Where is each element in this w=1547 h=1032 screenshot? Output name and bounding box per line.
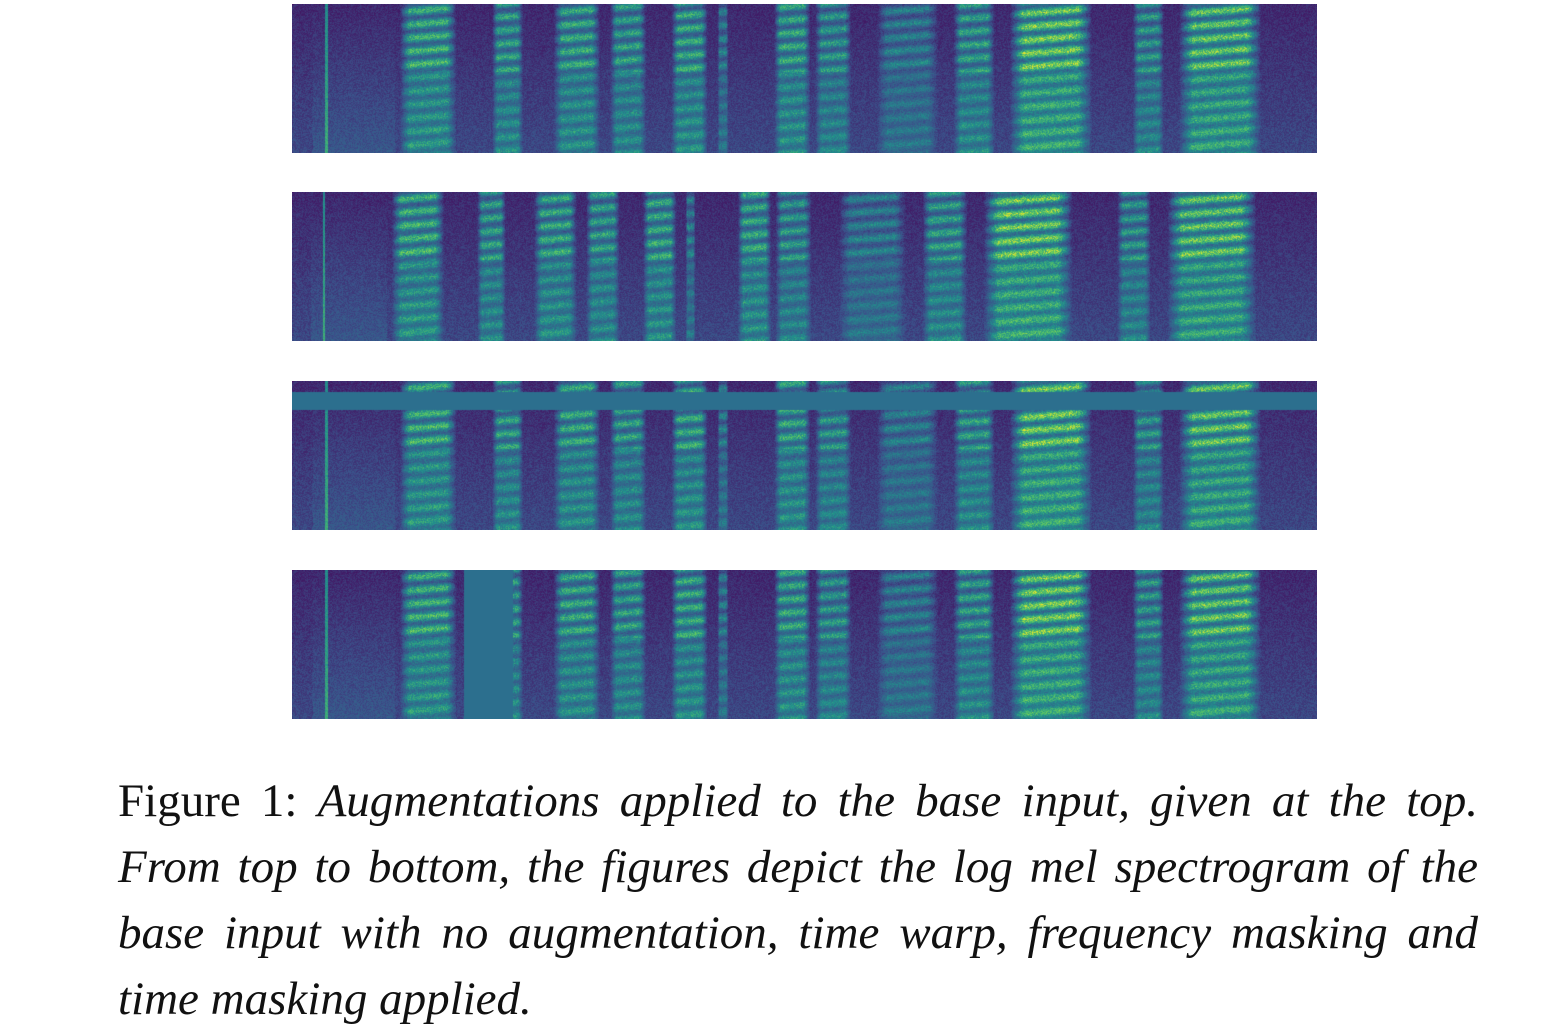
spectrogram-time-warp — [292, 192, 1317, 341]
spectrogram-frequency-masking — [292, 381, 1317, 530]
figure-label: Figure 1: — [118, 775, 298, 827]
spectrogram-time-masking — [292, 570, 1317, 719]
spectrogram-base-input — [292, 4, 1317, 153]
figure-caption: Figure 1: Augmentations applied to the b… — [118, 768, 1478, 1032]
caption-text: Augmentations applied to the base input,… — [118, 775, 1479, 1025]
